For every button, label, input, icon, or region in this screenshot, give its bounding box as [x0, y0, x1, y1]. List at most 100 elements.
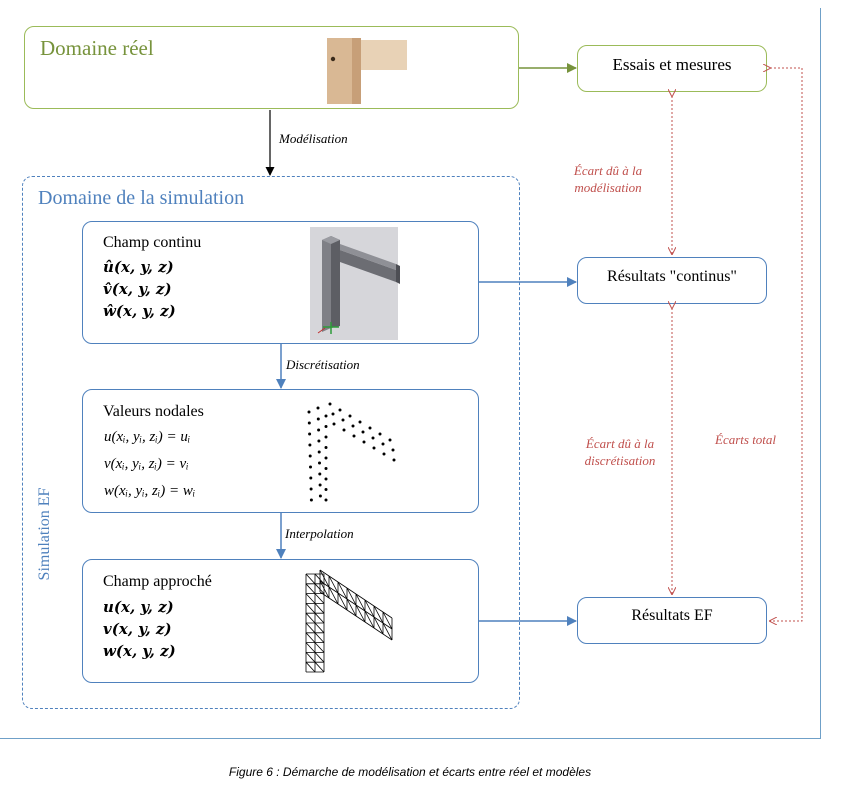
mesh-edge [305, 652, 316, 663]
node-point [368, 426, 372, 430]
mesh-edge [364, 599, 375, 618]
mesh-edge [382, 633, 393, 641]
mesh-edge [328, 597, 339, 605]
mesh-edge [305, 622, 316, 634]
champ-approche-eq-w: w(x, y, z) [103, 642, 176, 660]
mesh-edge [305, 642, 316, 653]
wood-post-shadow [352, 38, 361, 104]
node-point [378, 432, 382, 436]
champ-continu-eq-u: û(x, y, z) [103, 258, 174, 276]
modelisation-label: Modélisation [279, 131, 348, 146]
mesh-edge [346, 598, 357, 606]
mesh-edge [337, 592, 348, 600]
ecart-modelisation-label: Écart dû à la modélisation [548, 162, 668, 196]
node-point [308, 443, 312, 447]
continuous-model-render [310, 227, 400, 340]
mesh-edge [382, 622, 393, 630]
node-point [308, 454, 312, 458]
node-point [328, 402, 332, 406]
mesh-edge [373, 616, 384, 624]
mesh-edge [319, 569, 330, 577]
champ-continu-eq-w: ŵ(x, y, z) [103, 302, 176, 320]
ecart-modelisation-line2: modélisation [574, 180, 642, 195]
mesh-edge [355, 593, 366, 601]
mesh-edge [373, 616, 384, 635]
node-point [316, 417, 320, 421]
mesh-edge [314, 573, 325, 585]
mesh-edge [314, 632, 325, 643]
mesh-edge [373, 605, 384, 624]
ecart-modelisation-line1: Écart dû à la [573, 163, 643, 178]
wood-dowel [330, 56, 336, 62]
node-point [382, 452, 386, 456]
node-point [318, 461, 321, 465]
mesh-edge [382, 611, 393, 619]
simulation-title: Domaine de la simulation [38, 187, 245, 209]
node-point [324, 467, 328, 470]
node-point [351, 424, 355, 428]
node-point [324, 446, 328, 449]
node-point [372, 446, 376, 450]
node-point [308, 432, 312, 436]
node-point [318, 472, 322, 476]
mesh-edge [337, 592, 348, 611]
mesh-edge [305, 612, 316, 624]
node-point [381, 442, 385, 446]
domaine-reel-title: Domaine réel [40, 36, 154, 60]
node-point [317, 428, 321, 432]
mesh-edge [355, 615, 366, 623]
valeurs-nodales-title: Valeurs nodales [103, 403, 204, 420]
champ-approche-box [82, 559, 479, 683]
node-point [324, 425, 328, 428]
ecarts-total-arrow [770, 68, 803, 621]
mesh-edge [305, 573, 316, 585]
mesh-edge [355, 604, 366, 623]
node-point [331, 412, 335, 416]
champ-continu-eq-v: v̂(x, y, z) [103, 280, 172, 298]
valeurs-nodales-eq-w: w(xᵢ, yᵢ, zᵢ) = wᵢ [104, 483, 196, 499]
mesh-edge [346, 587, 357, 595]
node-point [309, 476, 313, 480]
node-point [318, 483, 322, 487]
mesh-edge [314, 593, 325, 604]
mesh-edge [337, 581, 348, 589]
resultats-ef-label: Résultats EF [631, 607, 713, 624]
mesh-edge [314, 603, 325, 614]
node-point [388, 438, 392, 442]
mesh-edge [314, 612, 325, 624]
resultats-continus-box [577, 257, 767, 304]
mesh-edge [364, 610, 375, 618]
node-point [324, 488, 328, 491]
mesh-edge [314, 661, 325, 673]
mesh-edge [355, 593, 366, 612]
node-point [352, 434, 356, 438]
mesh-edge [319, 580, 330, 599]
node-point [317, 450, 321, 454]
node-point [341, 418, 345, 422]
mesh-edge [346, 587, 357, 606]
champ-continu-box [82, 221, 479, 344]
node-point [316, 406, 320, 410]
discretisation-label: Discrétisation [286, 357, 360, 372]
mesh-edge [373, 627, 384, 635]
mesh-edge [319, 591, 330, 599]
node-point [309, 465, 312, 469]
node-point [307, 410, 311, 414]
mesh-edge [328, 575, 339, 594]
node-point [338, 408, 342, 412]
simulation-domain-box [22, 176, 520, 709]
node-point [358, 420, 362, 424]
node-point [362, 440, 366, 444]
node-point [324, 414, 328, 418]
node-point [309, 487, 313, 491]
mesh-edge [305, 661, 316, 673]
mesh-edge [314, 583, 325, 594]
node-point [371, 436, 375, 440]
mesh-edge [305, 593, 316, 604]
node-point [324, 456, 328, 460]
domaine-reel-box [24, 26, 519, 109]
node-point [324, 498, 328, 502]
valeurs-nodales-box [82, 389, 479, 513]
mesh-edge [355, 604, 366, 612]
